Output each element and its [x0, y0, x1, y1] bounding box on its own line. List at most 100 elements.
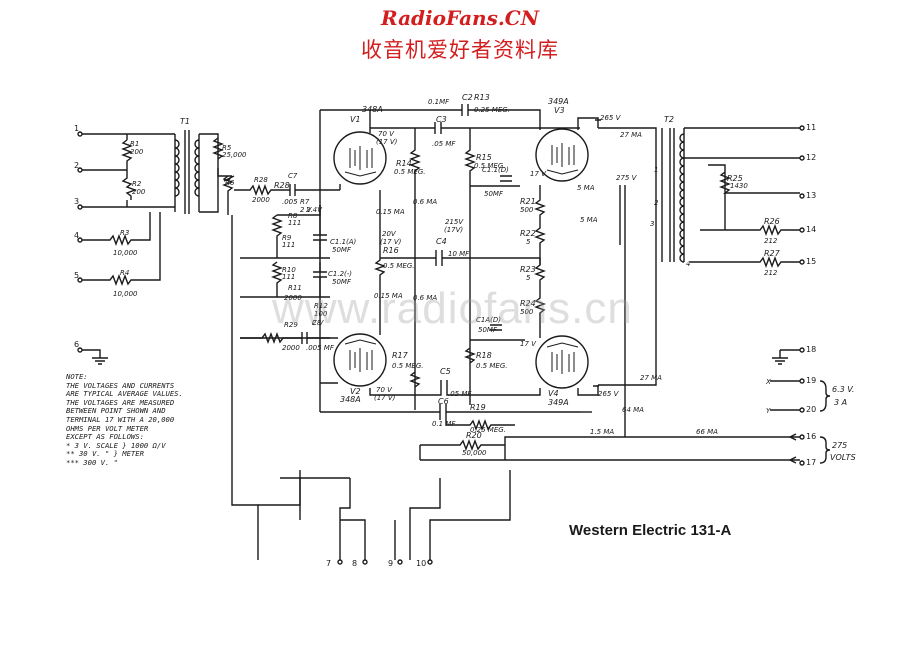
svg-text:R16: R16 — [383, 246, 399, 255]
svg-text:C4: C4 — [436, 237, 447, 246]
svg-text:70 V: 70 V — [376, 386, 393, 394]
svg-text:R23: R23 — [520, 265, 536, 274]
svg-text:1: 1 — [654, 166, 658, 174]
svg-text:50MF: 50MF — [332, 246, 352, 254]
svg-text:9: 9 — [388, 559, 393, 568]
svg-text:5: 5 — [526, 274, 531, 282]
svg-text:R11: R11 — [288, 284, 302, 292]
watermark: www.radiofans.cn — [272, 284, 633, 333]
svg-text:64 MA: 64 MA — [622, 406, 644, 414]
svg-text:27 MA: 27 MA — [640, 374, 662, 382]
svg-text:R10: R10 — [282, 266, 296, 274]
svg-text:0.6 MA: 0.6 MA — [413, 294, 437, 302]
svg-text:(17 V): (17 V) — [380, 238, 402, 246]
tube-v2: 348A V2 — [333, 333, 387, 404]
svg-text:R18: R18 — [476, 351, 492, 360]
svg-text:13: 13 — [806, 191, 816, 200]
svg-text:.005: .005 — [282, 198, 298, 206]
svg-text:C6: C6 — [438, 397, 449, 406]
tube-v4: 349A V4 — [535, 335, 589, 407]
r2-label: R2 — [132, 180, 142, 188]
svg-text:4: 4 — [686, 260, 690, 268]
terminal-4: 4 — [74, 231, 79, 240]
svg-text:.05 MF: .05 MF — [448, 390, 472, 398]
svg-text:R28: R28 — [274, 181, 290, 190]
svg-text:275: 275 — [832, 441, 847, 450]
svg-text:R14: R14 — [396, 159, 412, 168]
svg-text:111: 111 — [288, 219, 301, 227]
svg-text:2.4V: 2.4V — [306, 206, 323, 214]
svg-text:50MF: 50MF — [332, 278, 352, 286]
svg-text:VOLTS: VOLTS — [830, 453, 856, 462]
svg-text:V4: V4 — [548, 389, 559, 398]
svg-text:0.15 MA: 0.15 MA — [374, 292, 403, 300]
svg-text:14: 14 — [806, 225, 816, 234]
svg-text:1.5 MA: 1.5 MA — [590, 428, 614, 436]
svg-text:2 V: 2 V — [300, 206, 313, 214]
svg-text:R6: R6 — [225, 179, 235, 187]
svg-text:212: 212 — [764, 269, 778, 277]
svg-text:0.25 MEG.: 0.25 MEG. — [470, 426, 506, 434]
svg-text:(17 V): (17 V) — [376, 138, 398, 146]
input-terminals: 1 2 3 4 5 6 — [74, 124, 83, 353]
svg-text:0.5 MEG.: 0.5 MEG. — [474, 162, 505, 170]
svg-text:2000: 2000 — [284, 294, 302, 302]
svg-text:R26: R26 — [764, 217, 780, 226]
svg-text:265 V: 265 V — [598, 390, 620, 398]
svg-text:18: 18 — [806, 345, 816, 354]
r4-label: R4 — [120, 269, 129, 277]
svg-text:2: 2 — [654, 199, 659, 207]
svg-text:R20: R20 — [466, 431, 482, 440]
svg-text:0.5 MEG.: 0.5 MEG. — [392, 362, 423, 370]
output-terminals: 11 12 13 14 15 18 19 20 16 17 — [799, 123, 816, 467]
svg-text:R19: R19 — [470, 403, 486, 412]
svg-text:17: 17 — [806, 458, 816, 467]
svg-text:6.3 V.: 6.3 V. — [832, 385, 854, 394]
svg-text:3: 3 — [650, 220, 654, 228]
svg-text:349A: 349A — [548, 398, 569, 407]
svg-text:17 V: 17 V — [520, 340, 537, 348]
svg-text:R12: R12 — [314, 302, 328, 310]
site-name: RadioFans.CN — [381, 6, 539, 30]
svg-text:20: 20 — [806, 405, 816, 414]
diagram-title: Western Electric 131-A — [569, 522, 732, 539]
svg-text:111: 111 — [282, 241, 295, 249]
svg-text:V1: V1 — [350, 115, 361, 124]
svg-text:275 V: 275 V — [616, 174, 638, 182]
svg-text:V3: V3 — [554, 106, 565, 115]
svg-text:R29: R29 — [284, 321, 298, 329]
svg-text:3 A: 3 A — [834, 398, 847, 407]
svg-text:R8: R8 — [288, 212, 298, 220]
svg-text:0.5 MEG.: 0.5 MEG. — [394, 168, 425, 176]
svg-text:5 MA: 5 MA — [580, 216, 598, 224]
svg-text:C1.1(D): C1.1(D) — [482, 166, 509, 174]
svg-text:0.6 MA: 0.6 MA — [413, 198, 437, 206]
svg-text:0.25 MEG.: 0.25 MEG. — [474, 106, 510, 114]
svg-text:X: X — [765, 378, 771, 386]
svg-text:50MF: 50MF — [478, 326, 498, 334]
measurement-notes: NOTE: THE VOLTAGES AND CURRENTS ARE TYPI… — [66, 372, 183, 467]
svg-text:C5: C5 — [440, 367, 451, 376]
svg-text:348A: 348A — [340, 395, 361, 404]
svg-text:C1.1(A): C1.1(A) — [330, 238, 357, 246]
output-transformer-t2: T2 1 2 3 4 — [650, 115, 690, 268]
svg-text:10 MF: 10 MF — [448, 250, 470, 258]
svg-text:111: 111 — [282, 273, 295, 281]
svg-text:2 V: 2 V — [312, 319, 325, 327]
svg-text:25,000: 25,000 — [222, 151, 247, 159]
svg-text:C2: C2 — [462, 93, 473, 102]
svg-text:0.5 MEG.: 0.5 MEG. — [476, 362, 507, 370]
svg-text:R21: R21 — [520, 197, 536, 206]
terminal-3: 3 — [74, 197, 79, 206]
svg-text:R7: R7 — [300, 198, 310, 206]
svg-text:C3: C3 — [436, 115, 447, 124]
r4-value: 10,000 — [113, 290, 138, 298]
svg-text:(17 V): (17 V) — [374, 394, 396, 402]
svg-text:10: 10 — [416, 559, 426, 568]
svg-text:R28: R28 — [254, 176, 268, 184]
svg-text:C1A(D): C1A(D) — [476, 316, 501, 324]
svg-text:15: 15 — [806, 257, 816, 266]
svg-text:7: 7 — [326, 559, 331, 568]
